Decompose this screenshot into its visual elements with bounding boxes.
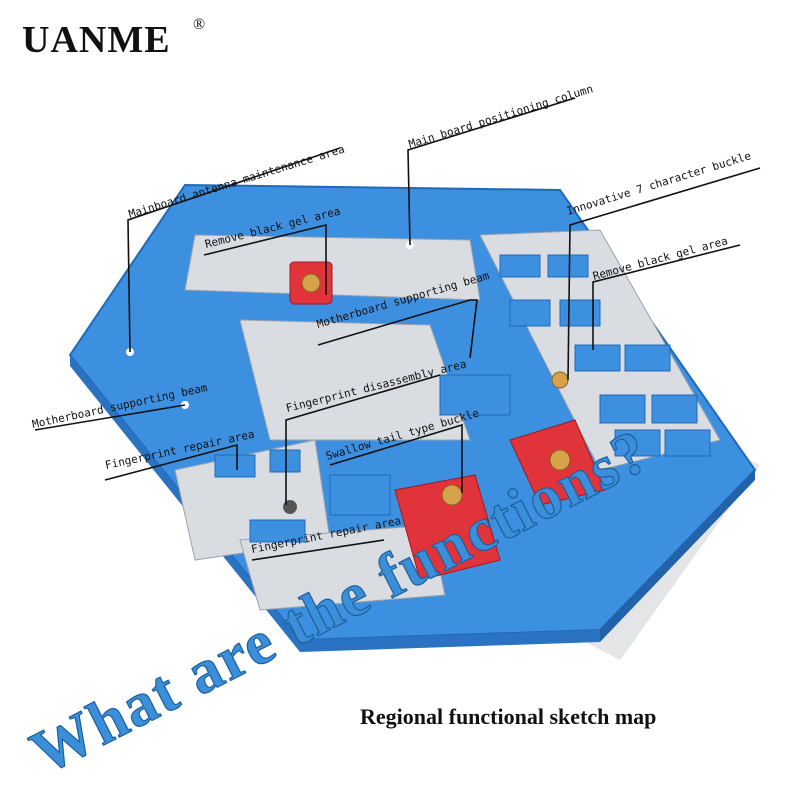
registered-mark: ®: [193, 16, 206, 33]
silver-plate-bottom: [239, 524, 446, 611]
subtitle: Regional functional sketch map: [360, 704, 657, 729]
red-clamp-right: [509, 419, 606, 506]
silver-plate-mid: [239, 319, 471, 441]
red-clamp-center: [394, 474, 501, 581]
brand-logo: UANME: [22, 19, 171, 61]
red-clamp-top: [289, 261, 333, 305]
label-innovative-7-character-buckle: Innovative 7 character buckle: [565, 149, 752, 218]
label-main-board-positioning-column: Main board positioning column: [407, 82, 594, 151]
